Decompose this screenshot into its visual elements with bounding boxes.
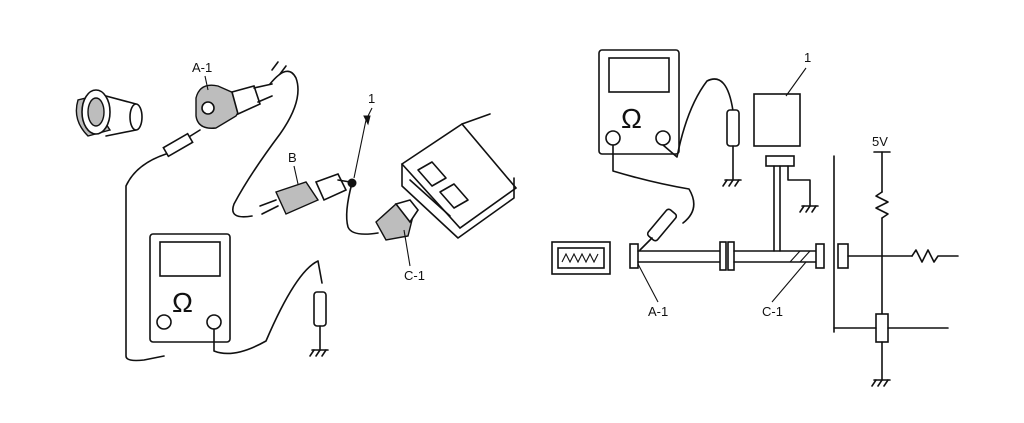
label-c1-left: C-1 [404,268,425,283]
label-a1-left: A-1 [192,60,212,75]
ecu-box [400,113,518,239]
label-1-right: 1 [804,50,811,65]
ohm-symbol-left: Ω [172,287,193,318]
connector-c1-left [375,199,419,241]
ground-icon-left [309,349,329,357]
series-resistor [911,249,959,263]
multimeter-right: Ω [598,49,680,155]
label-a1-right: A-1 [648,304,668,319]
connector-a1 [195,83,273,129]
pullup-resistor [875,191,889,219]
sensor-housing [75,89,143,137]
label-1-left: 1 [368,91,375,106]
label-c1-right: C-1 [762,304,783,319]
right-diagram: Ω [551,49,959,387]
ground-icon-component [799,205,819,213]
connector-b [259,173,351,215]
ground-icon-ecu [871,379,891,387]
pulldown-resistor [875,313,889,343]
label-b-left: B [288,150,297,165]
sensor-signal-box [551,241,611,275]
ground-icon-right-meter [722,179,742,187]
ohm-symbol-right: Ω [621,103,642,134]
left-diagram: A-1 B 1 C-1 [75,60,518,362]
label-5v: 5V [872,134,888,149]
component-1 [753,93,811,252]
multimeter-left: Ω [149,233,231,343]
